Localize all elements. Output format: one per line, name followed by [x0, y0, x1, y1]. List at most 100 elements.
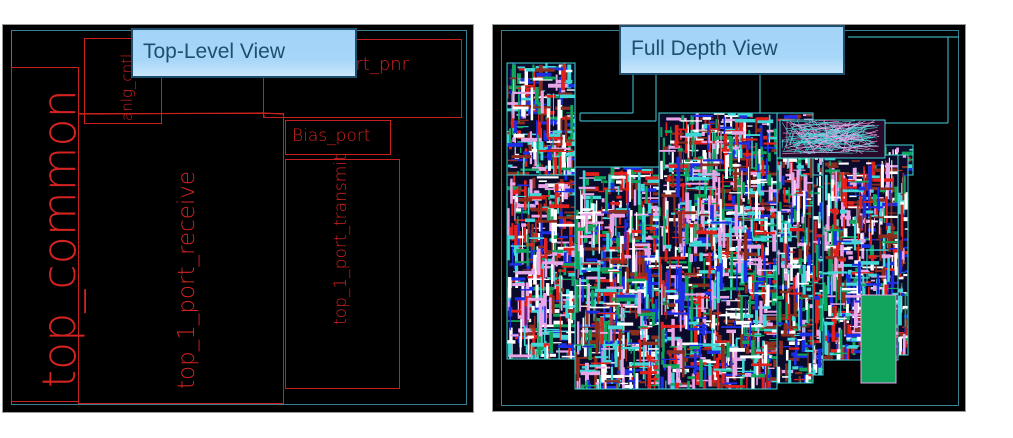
full-depth-view-callout: Full Depth View — [619, 25, 845, 75]
layout-shape — [713, 351, 716, 361]
layout-shape — [879, 201, 883, 222]
layout-shape — [544, 250, 553, 255]
layout-shape — [780, 368, 782, 377]
layout-shape — [605, 374, 624, 379]
layout-shape — [858, 286, 867, 289]
layout-shape — [816, 270, 822, 274]
layout-shape — [771, 329, 777, 333]
layout-shape — [662, 329, 665, 353]
layout-shape — [754, 252, 757, 282]
layout-shape — [706, 291, 708, 309]
layout-shape — [544, 306, 546, 323]
layout-shape — [783, 268, 788, 278]
layout-shape — [891, 223, 894, 242]
layout-shape — [741, 165, 747, 167]
layout-shape — [833, 305, 837, 324]
layout-shape — [668, 303, 676, 307]
layout-shape — [761, 375, 765, 389]
layout-shape — [610, 260, 628, 264]
layout-shape — [713, 242, 715, 261]
layout-shape — [571, 276, 575, 287]
layout-shape — [665, 218, 668, 230]
layout-shape — [521, 207, 523, 228]
layout-shape — [707, 350, 721, 354]
layout-shape — [586, 379, 590, 389]
layout-shape — [551, 219, 555, 242]
layout-shape — [663, 164, 672, 168]
layout-shape — [598, 312, 617, 315]
layout-shape — [630, 339, 632, 354]
layout-shape — [868, 229, 870, 241]
layout-shape — [604, 380, 621, 383]
top-level-view-callout: Top-Level View — [131, 28, 357, 78]
layout-shape — [870, 263, 874, 271]
layout-shape — [747, 179, 752, 205]
layout-shape — [798, 376, 801, 383]
layout-shape — [575, 352, 578, 375]
layout-shape — [663, 184, 668, 187]
layout-shape — [751, 136, 753, 169]
layout-shape — [616, 338, 620, 357]
layout-shape — [617, 232, 619, 239]
route-line — [801, 130, 810, 140]
layout-shape — [606, 258, 627, 262]
layout-shape — [699, 229, 712, 231]
layout-shape — [846, 346, 850, 360]
layout-shape — [567, 64, 572, 89]
layout-shape — [664, 167, 672, 169]
layout-shape — [850, 180, 869, 183]
layout-shape — [578, 186, 596, 189]
layout-shape — [781, 227, 785, 232]
layout-shape — [529, 179, 533, 194]
layout-shape — [684, 223, 689, 244]
layout-shape — [528, 196, 546, 200]
layout-shape — [788, 347, 800, 350]
layout-shape — [694, 134, 697, 169]
layout-shape — [652, 277, 654, 298]
layout-shape — [777, 210, 788, 213]
layout-shape — [647, 268, 652, 295]
layout-shape — [620, 307, 623, 322]
layout-shape — [615, 204, 621, 206]
layout-shape — [585, 214, 588, 233]
layout-shape — [688, 133, 690, 160]
layout-shape — [880, 164, 884, 191]
layout-shape — [553, 324, 575, 328]
layout-shape — [848, 176, 852, 189]
layout-shape — [720, 130, 722, 163]
layout-shape — [603, 359, 612, 364]
layout-shape — [733, 156, 737, 159]
layout-shape — [904, 292, 908, 297]
layout-shape — [510, 68, 512, 92]
layout-shape — [522, 84, 534, 87]
layout-shape — [903, 246, 908, 249]
layout-shape — [684, 275, 689, 301]
layout-shape — [734, 162, 737, 191]
layout-shape — [765, 247, 769, 256]
layout-shape — [655, 299, 658, 321]
layout-shape — [671, 318, 675, 347]
layout-shape — [556, 238, 564, 240]
layout-shape — [553, 235, 558, 239]
layout-shape — [744, 372, 752, 377]
layout-shape — [561, 355, 575, 358]
layout-shape — [693, 296, 712, 299]
layout-shape — [778, 249, 780, 275]
layout-shape — [768, 114, 771, 137]
layout-shape — [719, 218, 736, 223]
layout-shape — [667, 214, 670, 245]
layout-shape — [531, 156, 549, 158]
layout-shape — [791, 316, 796, 322]
layout-shape — [507, 298, 512, 301]
layout-shape — [559, 278, 575, 281]
layout-shape — [830, 303, 846, 305]
layout-shape — [652, 217, 659, 222]
layout-shape — [726, 342, 731, 358]
layout-shape — [548, 351, 550, 359]
layout-shape — [551, 295, 555, 314]
layout-shape — [552, 270, 555, 282]
layout-shape — [533, 334, 538, 339]
layout-shape — [622, 276, 626, 296]
layout-shape — [764, 271, 772, 275]
layout-shape — [583, 345, 595, 348]
